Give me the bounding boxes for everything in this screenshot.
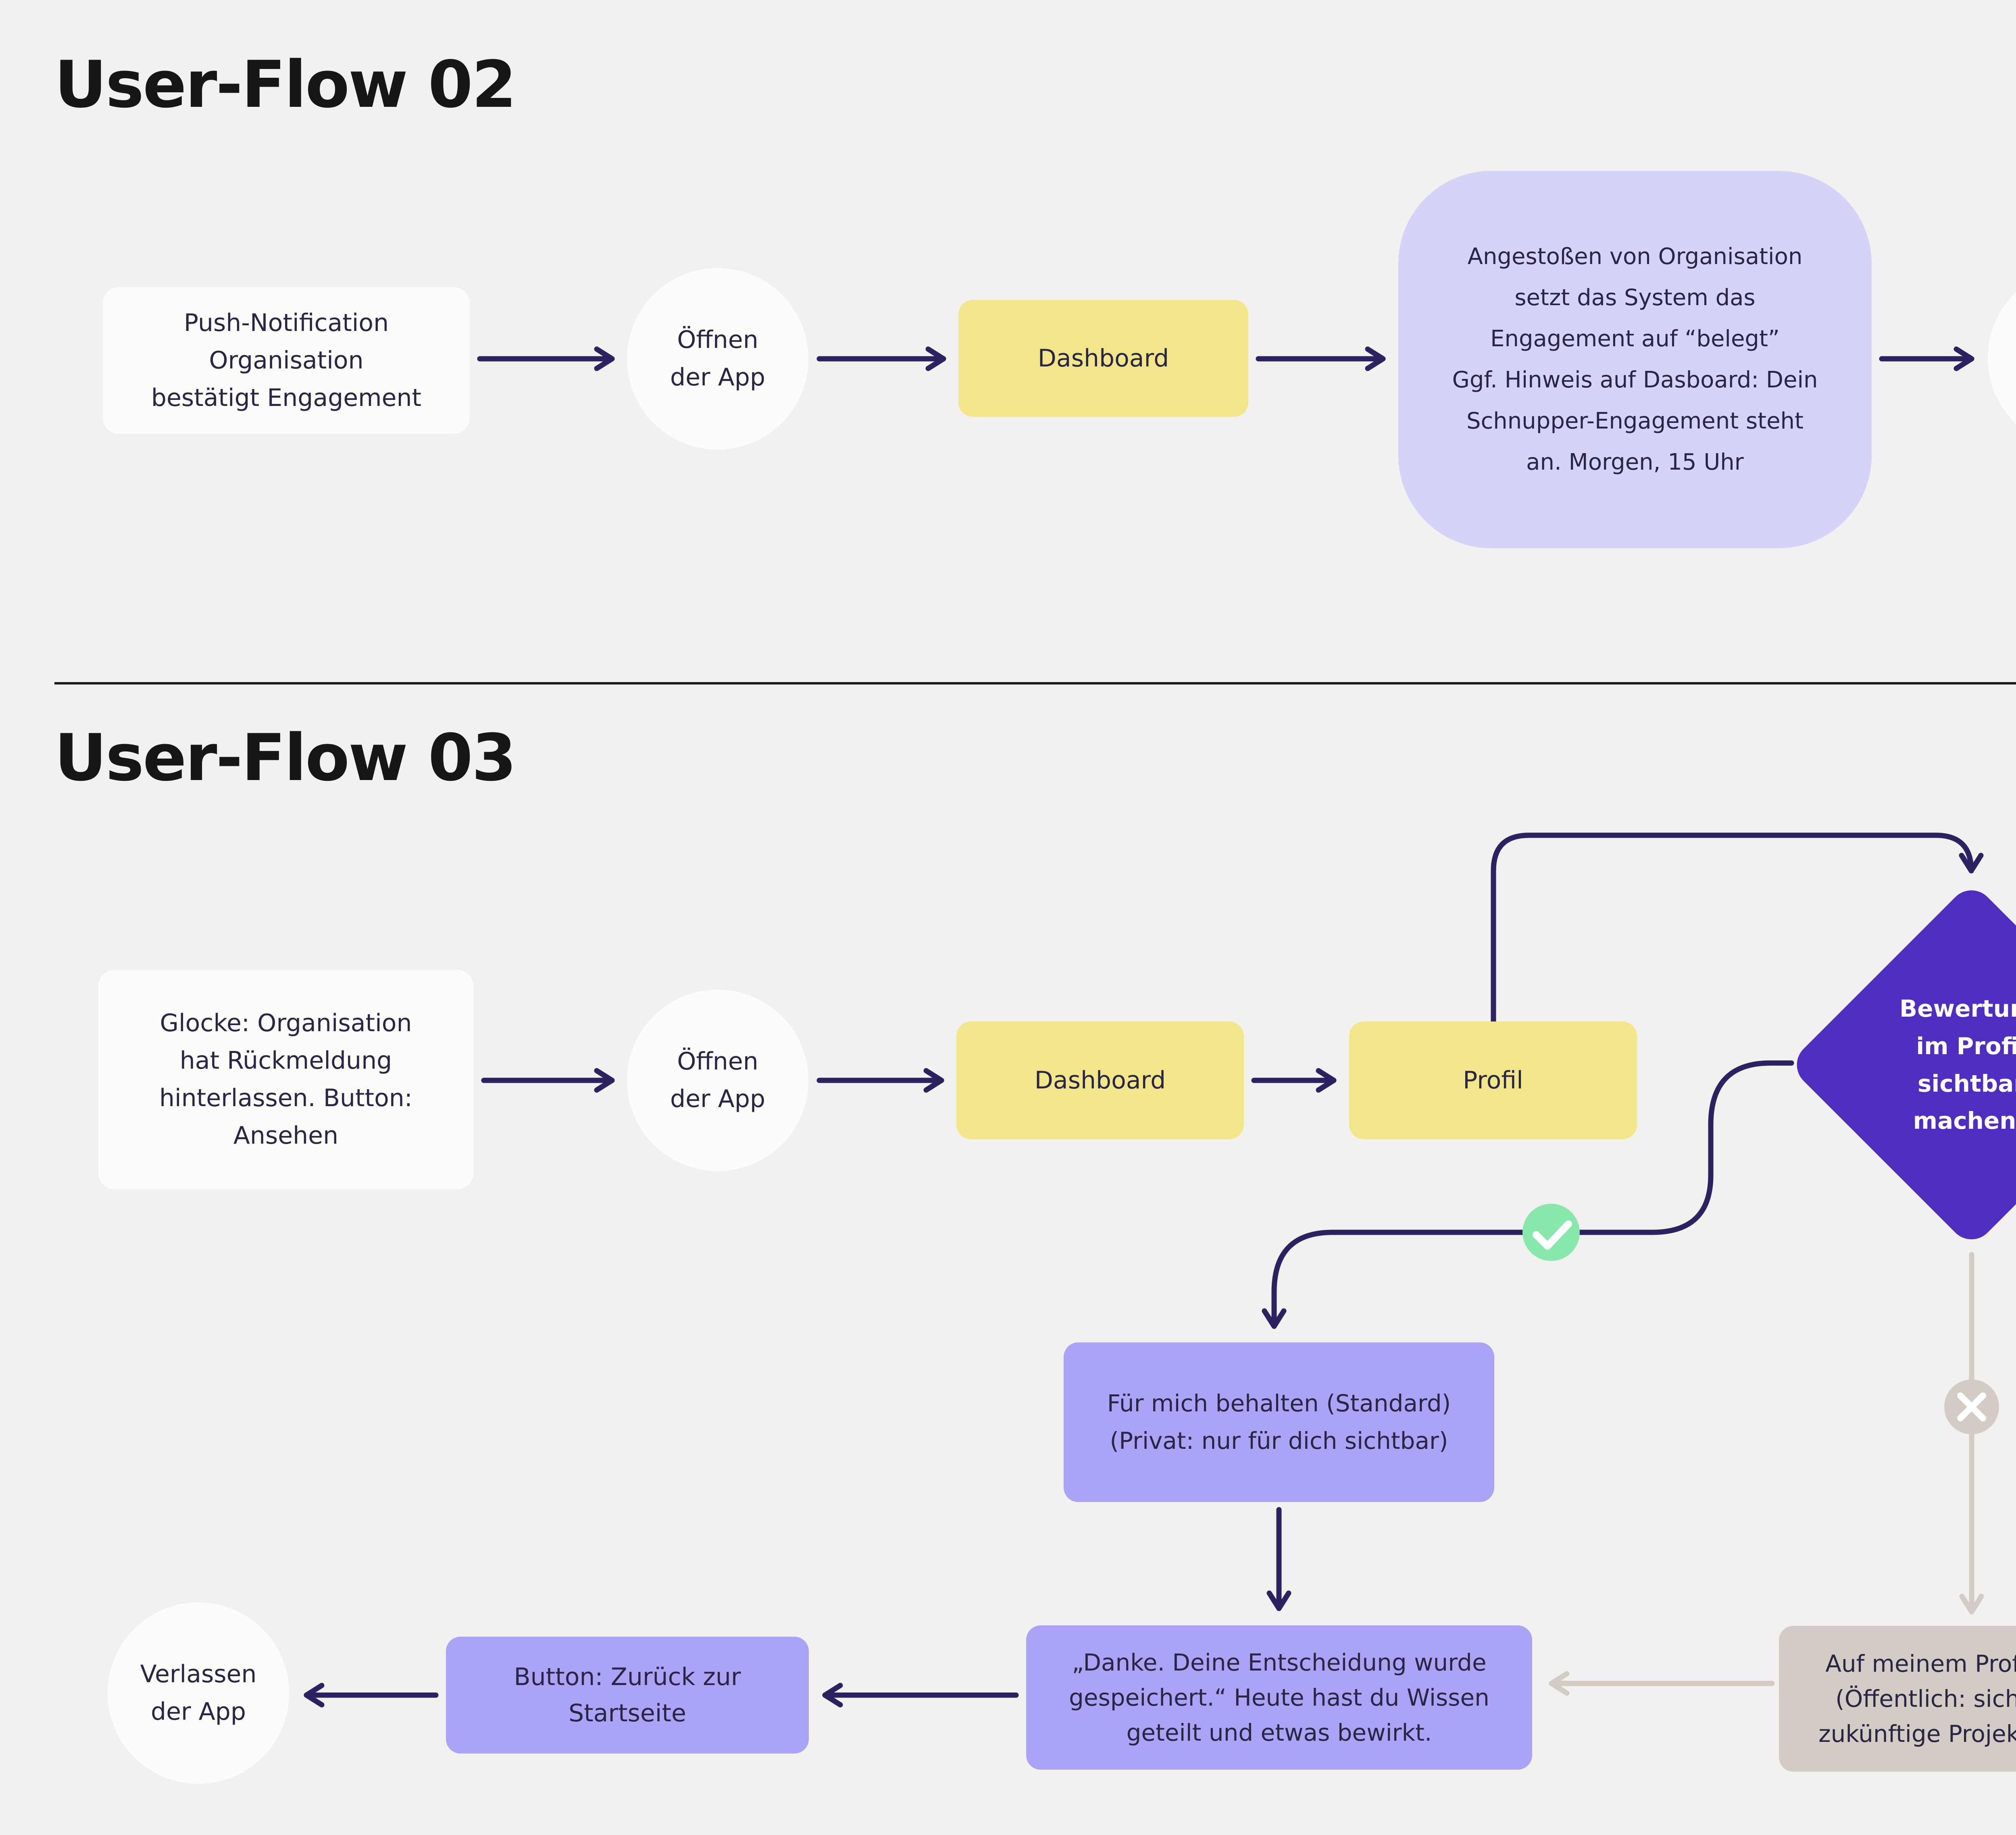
node-push-notification: Push-Notification Organisation bestätigt… [103, 287, 470, 434]
node-open-app-label: Öffnen der App [670, 1047, 765, 1113]
node-show-public-label: Auf meinem Profil zeigen (Öffentlich: si… [1818, 1650, 2016, 1748]
x-icon [1944, 1379, 1999, 1434]
flow03-title: User-Flow 03 [54, 720, 516, 795]
node-dashboard-flow03: Dashboard [956, 1022, 1244, 1139]
node-system-note-label: Angestoßen von Organisation setzt das Sy… [1452, 243, 1818, 475]
node-leave-app-flow02: Verlassen der App [1988, 267, 2016, 449]
node-bell-notification: Glocke: Organisation hat Rückmeldung hin… [98, 970, 473, 1189]
node-decision: Bewertung im Profil sichtbar machen? [1787, 881, 2016, 1249]
node-dashboard-label: Dashboard [1034, 1066, 1166, 1094]
node-show-public: Auf meinem Profil zeigen (Öffentlich: si… [1779, 1626, 2016, 1772]
node-keep-private: Für mich behalten (Standard) (Privat: nu… [1064, 1342, 1494, 1502]
node-back-home-button: Button: Zurück zur Startseite [446, 1637, 809, 1754]
node-profile: Profil [1349, 1022, 1637, 1139]
node-leave-app-label: Verlassen der App [140, 1660, 257, 1726]
node-open-app-label: Öffnen der App [670, 326, 765, 391]
node-thanks-message: „Danke. Deine Entscheidung wurde gespeic… [1026, 1625, 1532, 1770]
node-profile-label: Profil [1463, 1066, 1523, 1094]
node-system-note: Angestoßen von Organisation setzt das Sy… [1398, 171, 1872, 548]
check-icon [1522, 1204, 1580, 1261]
node-leave-app-flow03: Verlassen der App [108, 1602, 289, 1784]
node-dashboard-label: Dashboard [1037, 344, 1169, 372]
node-thanks-message-label: „Danke. Deine Entscheidung wurde gespeic… [1069, 1648, 1489, 1746]
node-bell-notification-label: Glocke: Organisation hat Rückmeldung hin… [159, 1009, 413, 1150]
node-back-home-label: Button: Zurück zur Startseite [514, 1663, 741, 1727]
node-decision-label: Bewertung im Profil sichtbar machen? [1899, 994, 2016, 1135]
node-push-notification-label: Push-Notification Organisation bestätigt… [151, 308, 422, 412]
node-open-app-flow02: Öffnen der App [627, 268, 808, 449]
node-keep-private-label: Für mich behalten (Standard) (Privat: nu… [1107, 1390, 1451, 1454]
node-dashboard-flow02: Dashboard [958, 300, 1248, 417]
node-open-app-flow03: Öffnen der App [627, 990, 808, 1171]
flow02-title: User-Flow 02 [54, 47, 516, 122]
